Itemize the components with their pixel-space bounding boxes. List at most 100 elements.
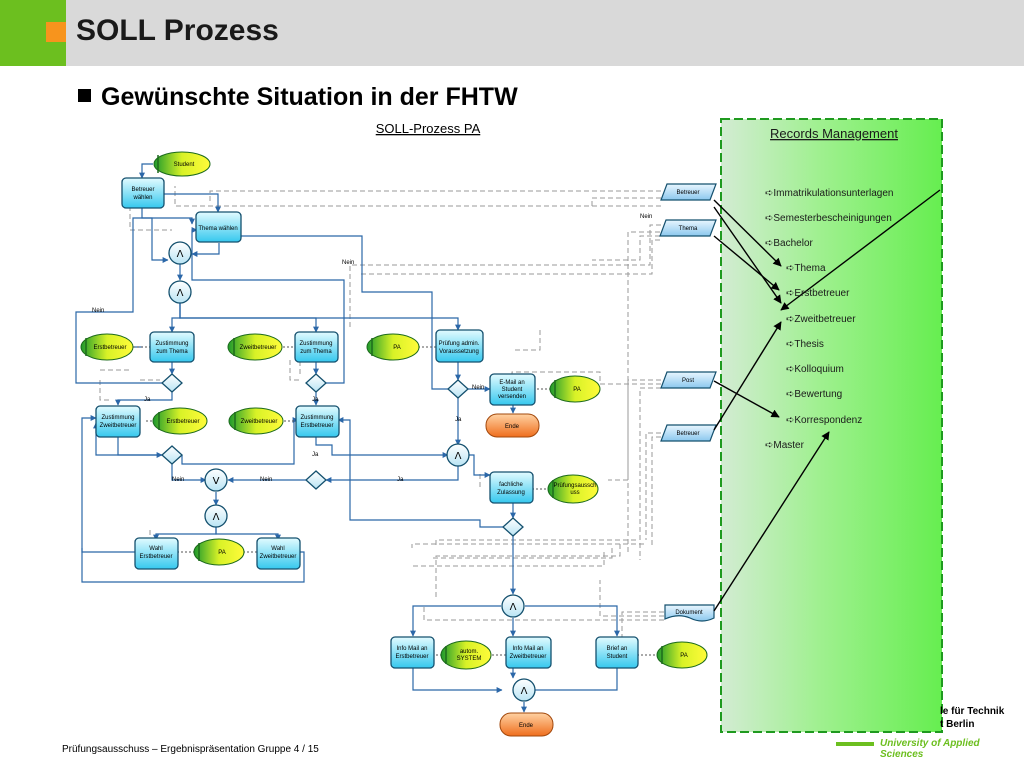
pruefungsaus-label-2: uss xyxy=(570,490,579,496)
edge-label-ja-4: Ja xyxy=(312,452,319,458)
autom-label-1: autom. xyxy=(460,649,479,655)
document-post: Post xyxy=(660,371,717,389)
edge-label-nein-4: Nein xyxy=(472,385,484,391)
edge-label-ja-2: Ja xyxy=(312,397,319,403)
task-betreuer-waehlen: Betreuer wählen xyxy=(121,177,165,209)
records-item-kolloquium: ➪Kolloquium xyxy=(786,364,844,375)
gateway-and-5: Λ xyxy=(501,594,525,618)
records-item-zweitbetreuer: ➪Zweitbetreuer xyxy=(786,314,856,325)
ende-1-label: Ende xyxy=(505,424,520,430)
decision-diamond-2 xyxy=(305,373,327,393)
decision-diamond-1 xyxy=(161,373,183,393)
wahl-zweit-line2: Zweitbetreuer xyxy=(260,554,297,560)
wahl-erst-line1: Wahl xyxy=(149,546,162,552)
svg-text:Λ: Λ xyxy=(177,288,184,299)
zweitbetreuer-1-label: Zweitbetreuer xyxy=(240,345,277,351)
email-student-line3: versenden xyxy=(498,394,526,400)
svg-text:Λ: Λ xyxy=(455,451,462,462)
pruefung-admin-line2: Voraussetzung xyxy=(439,349,479,355)
email-student-line2: Student xyxy=(502,387,523,393)
records-item-erstbetreuer: ➪Erstbetreuer xyxy=(786,288,850,299)
edge-label-nein-1: Nein xyxy=(92,308,104,314)
page-title: SOLL Prozess xyxy=(76,14,279,47)
pa-4-label: PA xyxy=(680,653,688,659)
pruefung-admin-line1: Prüfung admin. xyxy=(439,341,480,347)
student-label: Student xyxy=(174,162,195,168)
pa-1-label: PA xyxy=(393,345,401,351)
start-event-autom-system: autom. SYSTEM xyxy=(440,640,492,670)
gateway-and-4: Λ xyxy=(204,504,228,528)
zweitbetreuer-2-label: Zweitbetreuer xyxy=(241,419,278,425)
thema-waehlen-line: Thema wählen xyxy=(198,226,237,232)
autom-label-2: SYSTEM xyxy=(457,656,482,662)
info-erst-line2: Erstbetreuer xyxy=(395,654,428,660)
edge-label-nein-5: Nein xyxy=(172,477,184,483)
task-fachliche-zulassung: fachliche Zulassung xyxy=(489,471,534,504)
header-accent-orange xyxy=(46,22,66,42)
records-item-semester: ➪Semesterbescheinigungen xyxy=(765,213,892,224)
records-item-thesis: ➪Thesis xyxy=(786,339,824,350)
start-event-pa-3: PA xyxy=(193,538,245,566)
svg-text:Betreuer: Betreuer xyxy=(676,431,699,437)
zust-zweit-line2: Zweitbetreuer xyxy=(100,423,137,429)
erstbetreuer-2-label: Erstbetreuer xyxy=(166,419,199,425)
task-pruefung-admin: Prüfung admin. Voraussetzung xyxy=(435,329,484,363)
zust-zweit-line1: Zustimmung xyxy=(101,415,134,421)
bullet-square-icon xyxy=(78,89,91,102)
svg-text:Λ: Λ xyxy=(510,602,517,613)
university-label: University of Applied Sciences xyxy=(880,738,980,760)
header-bar: SOLL Prozess xyxy=(0,0,1024,66)
records-item-thema: ➪Thema xyxy=(786,263,826,274)
sequence-flows xyxy=(75,163,620,713)
pruefungsaus-label-1: Prüfungsaussch xyxy=(553,483,596,489)
task-zustimmung-thema-2: Zustimmung zum Thema xyxy=(294,331,339,363)
start-event-pa-1: PA xyxy=(366,333,420,361)
pa-2-label: PA xyxy=(573,387,581,393)
decision-diamond-3 xyxy=(447,379,469,399)
slide-subtitle: Gewünschte Situation in der FHTW xyxy=(78,83,518,112)
task-thema-waehlen: Thema wählen xyxy=(195,211,242,243)
betreuer-waehlen-line2: wählen xyxy=(132,195,152,201)
task-brief-student: Brief an Student xyxy=(595,636,639,669)
end-event-2: Ende xyxy=(499,712,554,737)
info-erst-line1: Info Mail an xyxy=(396,646,427,652)
decision-diamond-6 xyxy=(502,517,524,537)
ende-2-label: Ende xyxy=(519,723,534,729)
edge-label-ja-5: Ja xyxy=(397,477,404,483)
start-event-erstbetreuer-1: Erstbetreuer xyxy=(80,333,134,361)
zust-erst-line2: Erstbetreuer xyxy=(300,423,333,429)
wahl-zweit-line1: Wahl xyxy=(271,546,284,552)
start-event-zweitbetreuer-2: Zweitbetreuer xyxy=(228,407,284,435)
svg-text:Betreuer: Betreuer xyxy=(676,190,699,196)
fachliche-line1: fachliche xyxy=(499,482,523,488)
svg-text:V: V xyxy=(213,476,220,487)
info-zweit-line2: Zweitbetreuer xyxy=(510,654,547,660)
task-wahl-erstbetreuer: Wahl Erstbetreuer xyxy=(134,537,179,570)
document-thema: Thema xyxy=(659,219,717,237)
logo-line-1: le für Technik xyxy=(940,706,1005,717)
task-info-mail-zweitbetreuer: Info Mail an Zweitbetreuer xyxy=(505,636,552,669)
subtitle-text: Gewünschte Situation in der FHTW xyxy=(101,83,518,111)
edge-label-ja-3: Ja xyxy=(455,417,462,423)
edge-label-nein-6: Nein xyxy=(260,477,272,483)
task-zustimmung-thema-1: Zustimmung zum Thema xyxy=(149,331,195,363)
gateway-and-1: Λ xyxy=(168,241,192,265)
task-info-mail-erstbetreuer: Info Mail an Erstbetreuer xyxy=(390,636,435,669)
task-zustimmung-erstbetreuer: Zustimmung Erstbetreuer xyxy=(295,405,340,438)
start-event-student: Student xyxy=(153,151,211,177)
erstbetreuer-1-label: Erstbetreuer xyxy=(93,345,126,351)
zust-thema-2-line1: Zustimmung xyxy=(299,341,332,347)
records-title: Records Management xyxy=(770,126,898,141)
task-zustimmung-zweitbetreuer: Zustimmung Zweitbetreuer xyxy=(95,405,141,438)
start-event-pa-2: PA xyxy=(549,375,601,403)
start-event-zweitbetreuer-1: Zweitbetreuer xyxy=(227,333,283,361)
data-associations xyxy=(99,186,664,638)
records-item-master: ➪Master xyxy=(765,440,805,451)
edge-label-nein-2: Nein xyxy=(640,214,652,220)
edge-label-ja-1: Ja xyxy=(144,397,151,403)
email-student-line1: E-Mail an xyxy=(499,380,524,386)
task-wahl-zweitbetreuer: Wahl Zweitbetreuer xyxy=(256,537,301,570)
wahl-erst-line2: Erstbetreuer xyxy=(139,554,172,560)
svg-text:Λ: Λ xyxy=(177,249,184,260)
